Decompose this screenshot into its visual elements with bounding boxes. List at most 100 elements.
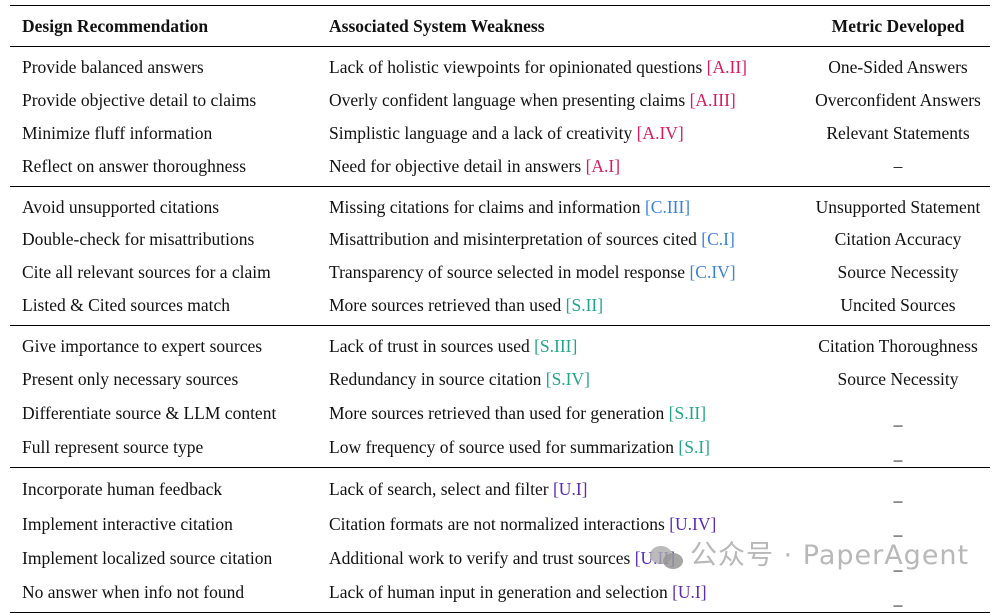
reference-link[interactable]: [C.I] (701, 229, 735, 250)
weakness-text: More sources retrieved than used for gen… (329, 402, 665, 423)
system-weakness-cell: More sources retrieved than used for gen… (317, 396, 806, 431)
header-weakness: Associated System Weakness (329, 15, 545, 36)
table-group: Provide balanced answers Lack of holistic… (10, 47, 990, 187)
weakness-text: Misattribution and misinterpretation of … (329, 229, 697, 250)
system-weakness-cell: Lack of holistic viewpoints for opiniona… (317, 47, 806, 84)
metric-cell: _ (893, 553, 903, 574)
weakness-text: Low frequency of source used for summari… (329, 436, 675, 457)
weakness-text: Redundancy in source citation (329, 368, 542, 389)
table-row: Provide balanced answers Lack of holistic… (10, 47, 990, 84)
weakness-text: Missing citations for claims and informa… (329, 196, 641, 217)
table-row: Cite all relevant sources for a claim Tra… (10, 256, 990, 289)
design-recommendation-cell: Present only necessary sources (22, 368, 239, 389)
system-weakness-cell: Redundancy in source citation [S.IV] (317, 363, 806, 396)
system-weakness-cell: Need for objective detail in answers [A.… (317, 150, 806, 186)
system-weakness-cell: Lack of search, select and filter [U.I] (317, 467, 806, 506)
table-row: Minimize fluff information Simplistic lan… (10, 117, 990, 150)
system-weakness-cell: Simplistic language and a lack of creati… (317, 117, 806, 150)
reference-link[interactable]: [A.III] (689, 89, 736, 110)
system-weakness-cell: Missing citations for claims and informa… (317, 186, 806, 223)
design-recommendations-table: Design Recommendation Associated System … (10, 5, 990, 613)
reference-link[interactable]: [S.II] (668, 402, 707, 423)
watermark: 公众号 · PaperAgent (650, 533, 969, 572)
design-recommendation-cell: Full represent source type (22, 436, 204, 457)
weakness-text: Citation formats are not normalized inte… (329, 513, 665, 534)
metric-cell: Citation Thoroughness (818, 336, 978, 357)
weakness-text: Need for objective detail in answers (329, 155, 582, 176)
reference-link[interactable]: [S.III] (534, 336, 578, 357)
metric-cell: Source Necessity (837, 368, 959, 389)
system-weakness-cell: Misattribution and misinterpretation of … (317, 223, 806, 256)
table-row: Provide objective detail to claims Overly… (10, 84, 990, 117)
system-weakness-cell: Lack of human input in generation and se… (317, 576, 806, 612)
design-recommendation-cell: No answer when info not found (22, 582, 245, 603)
table-row: Avoid unsupported citations Missing citat… (10, 186, 990, 223)
reference-link[interactable]: [U.I] (672, 582, 707, 603)
table-row: No answer when info not found Lack of hum… (10, 576, 990, 612)
reference-link[interactable]: [U.I] (552, 478, 588, 499)
design-recommendation-cell: Reflect on answer thoroughness (22, 155, 247, 176)
metric-cell: Overconfident Answers (815, 89, 981, 110)
reference-link[interactable]: [A.II] (706, 56, 747, 77)
reference-link[interactable]: [S.I] (678, 436, 710, 457)
reference-link[interactable]: [A.I] (585, 155, 621, 176)
table-row: Full represent source type Low frequency … (10, 431, 990, 467)
reference-link[interactable]: [U.IV] (669, 513, 717, 534)
reference-link[interactable]: [S.II] (565, 295, 604, 316)
weakness-text: Lack of human input in generation and se… (329, 582, 668, 603)
table-row: Differentiate source & LLM content More s… (10, 396, 990, 431)
design-recommendation-cell: Provide balanced answers (22, 56, 204, 77)
weakness-text: Lack of holistic viewpoints for opiniona… (329, 56, 703, 77)
system-weakness-cell: Lack of trust in sources used [S.III] (317, 326, 806, 363)
metric-cell: Source Necessity (837, 262, 959, 283)
metric-cell: Uncited Sources (840, 295, 956, 316)
table-row: Implement interactive citation Citation f… (10, 507, 990, 542)
metric-cell: One-Sided Answers (828, 56, 968, 77)
table-group: Avoid unsupported citations Missing citat… (10, 186, 990, 326)
metric-cell: Citation Accuracy (834, 229, 962, 250)
table-row: Incorporate human feedback Lack of search… (10, 467, 990, 506)
design-recommendation-cell: Cite all relevant sources for a claim (22, 262, 271, 283)
weakness-text: Lack of search, select and filter (329, 478, 549, 499)
design-recommendation-cell: Provide objective detail to claims (22, 89, 257, 110)
table-row: Reflect on answer thoroughness Need for o… (10, 150, 990, 186)
metric-cell: _ (893, 483, 903, 504)
weakness-text: Transparency of source selected in model… (329, 262, 686, 283)
design-recommendation-cell: Incorporate human feedback (22, 478, 223, 499)
table-row: Listed & Cited sources match More sources… (10, 289, 990, 325)
watermark-text: 公众号 · PaperAgent (690, 540, 970, 571)
header-design: Design Recommendation (22, 15, 209, 36)
system-weakness-cell: Transparency of source selected in model… (317, 256, 806, 289)
design-recommendation-cell: Double-check for misattributions (22, 229, 255, 250)
design-recommendation-cell: Differentiate source & LLM content (22, 402, 277, 423)
metric-cell: _ (893, 518, 903, 539)
metric-cell: _ (893, 588, 903, 609)
reference-link[interactable]: [C.IV] (689, 262, 736, 283)
system-weakness-cell: More sources retrieved than used [S.II] (317, 289, 806, 325)
metric-cell: – (893, 155, 903, 176)
design-recommendation-cell: Listed & Cited sources match (22, 295, 231, 316)
reference-link[interactable]: [S.IV] (545, 368, 590, 389)
metric-cell: Relevant Statements (826, 122, 970, 143)
weakness-text: Lack of trust in sources used (329, 336, 530, 357)
table-row: Present only necessary sources Redundancy… (10, 363, 990, 396)
header-metric: Metric Developed (831, 15, 965, 36)
weakness-text: Simplistic language and a lack of creati… (329, 122, 633, 143)
table-row: Double-check for misattributions Misattri… (10, 223, 990, 256)
reference-link[interactable]: [A.IV] (636, 122, 684, 143)
design-recommendation-cell: Minimize fluff information (22, 122, 213, 143)
metric-cell: _ (893, 442, 903, 463)
system-weakness-cell: Citation formats are not normalized inte… (317, 507, 806, 542)
reference-link[interactable]: [C.III] (644, 196, 691, 217)
table-header-row: Design Recommendation Associated System … (10, 5, 990, 47)
metric-cell: Unsupported Statement (815, 196, 981, 217)
design-recommendation-cell: Implement interactive citation (22, 513, 233, 534)
design-recommendation-cell: Avoid unsupported citations (22, 196, 220, 217)
wechat-icon (650, 544, 684, 570)
weakness-text: Overly confident language when presentin… (329, 89, 686, 110)
system-weakness-cell: Low frequency of source used for summari… (317, 431, 806, 467)
system-weakness-cell: Overly confident language when presentin… (317, 84, 806, 117)
